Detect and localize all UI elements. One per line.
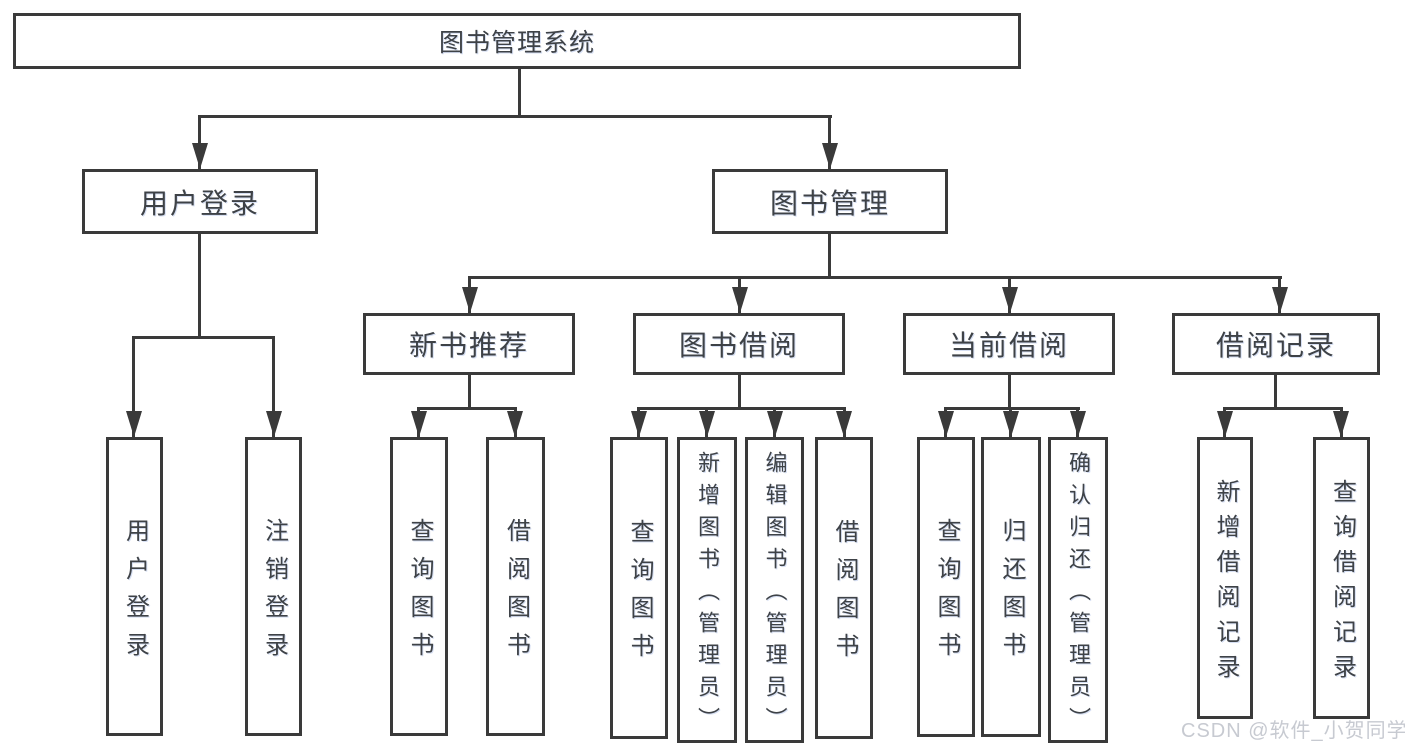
connector-br-stem — [1274, 375, 1277, 407]
leaf-bb-edit-books-label: 编辑图书（管理员） — [762, 451, 788, 739]
arrow-down-icon — [938, 411, 954, 437]
connector-bb-bar — [638, 407, 846, 410]
arrow-down-icon — [1272, 287, 1288, 313]
leaf-br-query-record: 查询借阅记录 — [1313, 437, 1370, 719]
connector-bb-stem — [738, 375, 741, 407]
connector-cb-stem — [1008, 375, 1011, 407]
connector-userlogin-bar — [133, 336, 275, 339]
leaf-bb-add-books-label: 新增图书（管理员） — [695, 451, 720, 739]
leaf-bb-borrow-books-label: 借阅图书 — [831, 519, 858, 671]
leaf-cb-query-books: 查询图书 — [917, 437, 975, 737]
leaf-cb-return-books-label: 归还图书 — [998, 518, 1025, 670]
leaf-bb-edit-books: 编辑图书（管理员） — [745, 437, 804, 743]
node-borrow-records: 借阅记录 — [1172, 313, 1380, 375]
arrow-down-icon — [192, 143, 208, 169]
node-user-login: 用户登录 — [82, 169, 318, 234]
connector-cb-bar — [945, 407, 1080, 410]
leaf-logout: 注销登录 — [245, 437, 302, 736]
connector-nbr-stem — [468, 375, 471, 407]
node-new-book-recommend-label: 新书推荐 — [408, 330, 529, 361]
leaf-nbr-borrow-books-label: 借阅图书 — [502, 517, 530, 670]
leaf-user-login: 用户登录 — [106, 437, 163, 736]
arrow-down-icon — [1002, 287, 1018, 313]
connector-root-bar — [198, 115, 832, 118]
leaf-nbr-query-books-label: 查询图书 — [406, 517, 433, 670]
leaf-br-add-record: 新增借阅记录 — [1197, 437, 1253, 719]
arrow-down-icon — [1003, 411, 1019, 437]
leaf-bb-query-books: 查询图书 — [610, 437, 668, 739]
arrow-down-icon — [507, 411, 523, 437]
node-book-management: 图书管理 — [712, 169, 948, 234]
arrow-down-icon — [836, 411, 852, 437]
node-new-book-recommend: 新书推荐 — [363, 313, 575, 375]
connector-bookmgmt-bar — [469, 276, 1282, 279]
connector-bookmgmt-stem — [828, 234, 831, 276]
connector-root-drop-right — [828, 115, 831, 169]
watermark: CSDN @软件_小贺同学 — [1181, 720, 1405, 742]
node-current-borrow-label: 当前借阅 — [948, 330, 1069, 361]
node-borrow-records-label: 借阅记录 — [1215, 330, 1336, 361]
leaf-br-add-record-label: 新增借阅记录 — [1212, 478, 1239, 689]
connector-root-stem — [518, 69, 521, 116]
leaf-cb-confirm-return-label: 确认归还（管理员） — [1066, 451, 1091, 739]
leaf-cb-confirm-return: 确认归还（管理员） — [1048, 437, 1108, 743]
node-book-management-label: 图书管理 — [769, 187, 890, 219]
arrow-down-icon — [266, 411, 282, 437]
leaf-bb-borrow-books: 借阅图书 — [815, 437, 873, 739]
leaf-cb-return-books: 归还图书 — [981, 437, 1041, 737]
connector-userlogin-drop1 — [132, 336, 135, 437]
arrow-down-icon — [1217, 411, 1233, 437]
arrow-down-icon — [631, 411, 647, 437]
leaf-br-query-record-label: 查询借阅记录 — [1328, 478, 1356, 689]
connector-userlogin-stem — [198, 234, 201, 336]
node-root: 图书管理系统 — [13, 13, 1021, 69]
leaf-user-login-label: 用户登录 — [121, 517, 149, 670]
arrow-down-icon — [1070, 411, 1086, 437]
leaf-bb-add-books: 新增图书（管理员） — [677, 437, 737, 743]
arrow-down-icon — [1333, 411, 1349, 437]
arrow-down-icon — [732, 287, 748, 313]
leaf-bb-query-books-label: 查询图书 — [626, 519, 653, 671]
leaf-nbr-query-books: 查询图书 — [390, 437, 448, 736]
arrow-down-icon — [822, 143, 838, 169]
connector-root-drop-left — [198, 115, 201, 169]
leaf-logout-label: 注销登录 — [260, 517, 288, 670]
arrow-down-icon — [462, 287, 478, 313]
arrow-down-icon — [126, 411, 142, 437]
arrow-down-icon — [767, 411, 783, 437]
connector-userlogin-drop2 — [272, 336, 275, 437]
arrow-down-icon — [411, 411, 427, 437]
node-root-label: 图书管理系统 — [438, 29, 595, 57]
arrow-down-icon — [699, 411, 715, 437]
node-book-borrow-label: 图书借阅 — [678, 330, 799, 361]
node-user-login-label: 用户登录 — [139, 187, 260, 219]
connector-nbr-bar — [418, 407, 517, 410]
leaf-nbr-borrow-books: 借阅图书 — [486, 437, 545, 736]
connector-br-bar — [1224, 407, 1343, 410]
node-current-borrow: 当前借阅 — [903, 313, 1115, 375]
node-book-borrow: 图书借阅 — [633, 313, 845, 375]
leaf-cb-query-books-label: 查询图书 — [933, 518, 960, 670]
